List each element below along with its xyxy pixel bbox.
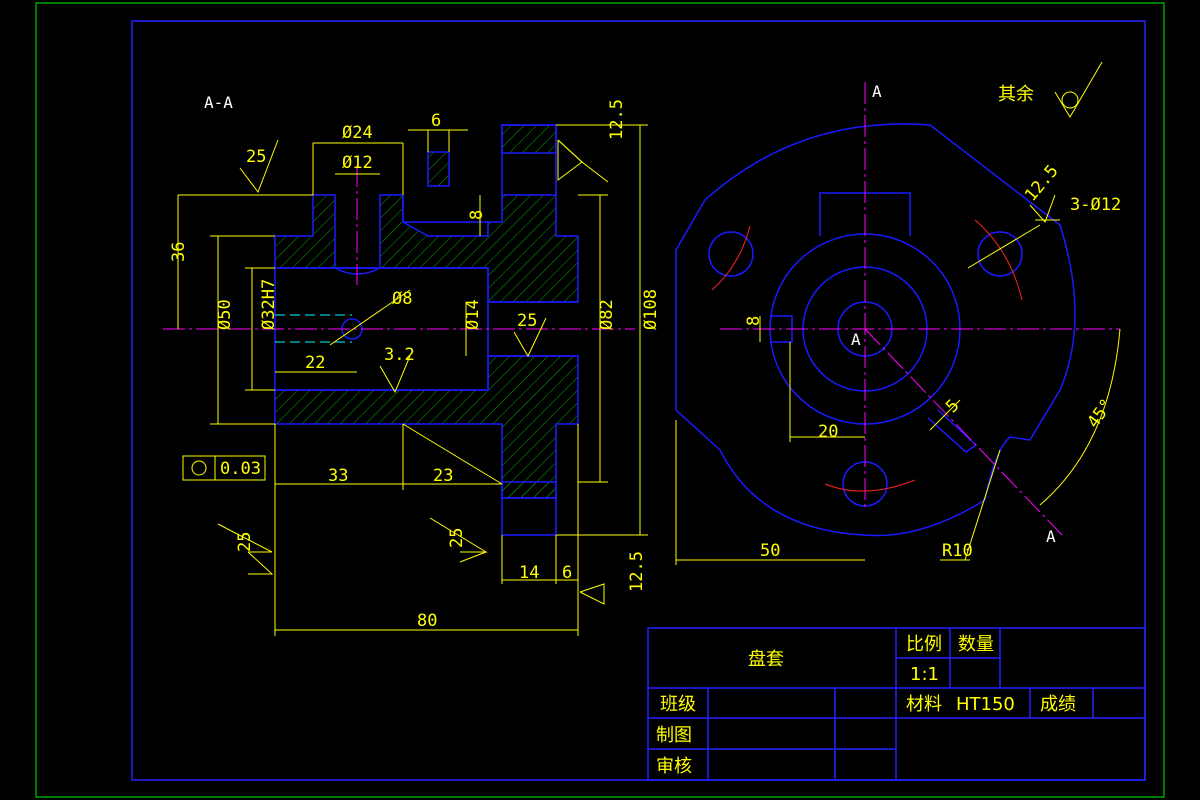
dim-h36: 36 [169, 242, 189, 262]
dim-l50: 50 [760, 541, 780, 561]
dim-l6b: 6 [562, 563, 572, 583]
section-mark-top: A [872, 82, 882, 101]
dim-r10: R10 [942, 541, 973, 561]
rough-25d: 25 [447, 528, 467, 548]
drawn-label: 制图 [656, 725, 692, 746]
dim-d50: Ø50 [215, 299, 235, 330]
scale-label: 比例 [906, 634, 942, 655]
hatch-region-top-slot [427, 151, 450, 187]
dim-d8: Ø8 [392, 289, 412, 309]
dim-d108: Ø108 [641, 289, 661, 330]
dim-l14: 14 [519, 563, 539, 583]
hatch-region-flange-bottom [501, 481, 557, 499]
section-label: A-A [204, 93, 233, 112]
scale-value: 1:1 [910, 664, 939, 685]
check-label: 审核 [656, 756, 692, 777]
dim-l22: 22 [305, 353, 325, 373]
tolerance-value: 0.03 [220, 459, 261, 479]
center-label: A [851, 330, 861, 349]
material-label: 材料 [906, 694, 942, 715]
material-value: HT150 [956, 694, 1015, 715]
grade-label: 成绩 [1040, 694, 1076, 715]
dim-d82: Ø82 [597, 299, 617, 330]
dim-h8: 8 [467, 210, 487, 220]
rough-25c: 25 [235, 532, 255, 552]
dim-k5: 5 [942, 396, 963, 417]
dim-k8: 8 [744, 316, 764, 326]
dim-d32: Ø32H7 [259, 279, 279, 330]
dim-ang45: 45° [1083, 395, 1117, 432]
rough-12-5b: 12.5 [627, 551, 647, 592]
rough-3-2: 3.2 [384, 345, 415, 365]
rough-12-5c: 12.5 [1021, 161, 1063, 205]
dim-l33: 33 [328, 466, 348, 486]
drawing-frame [131, 20, 1146, 781]
hatch-region-upper [274, 194, 579, 303]
section-dimensions [177, 124, 648, 636]
dim-d12: Ø12 [342, 153, 373, 173]
dim-w6: 6 [431, 111, 441, 131]
title-block [647, 627, 1146, 781]
front-dimensions [675, 61, 1121, 565]
front-view [675, 123, 1076, 537]
rough-12-5a: 12.5 [607, 99, 627, 140]
outer-frame [35, 2, 1165, 798]
dim-l23: 23 [433, 466, 453, 486]
rest-surface-note: 其余 [998, 84, 1034, 105]
bolt-circle-arcs [711, 219, 1023, 492]
section-mark-bottom: A [1046, 527, 1056, 546]
rough-25a: 25 [246, 147, 266, 167]
hatch-region-flange-top [501, 124, 557, 154]
section-view [163, 124, 635, 536]
qty-label: 数量 [958, 634, 994, 655]
rough-25b: 25 [517, 311, 537, 331]
dim-l20: 20 [818, 422, 838, 442]
dim-l80: 80 [417, 611, 437, 631]
hatch-region-lower [274, 355, 579, 499]
dim-d14: Ø14 [463, 299, 483, 330]
front-centerlines [720, 82, 1120, 536]
class-label: 班级 [660, 694, 696, 715]
dim-d24: Ø24 [342, 123, 373, 143]
dim-holes: 3-Ø12 [1070, 195, 1121, 215]
part-name: 盘套 [748, 649, 784, 670]
